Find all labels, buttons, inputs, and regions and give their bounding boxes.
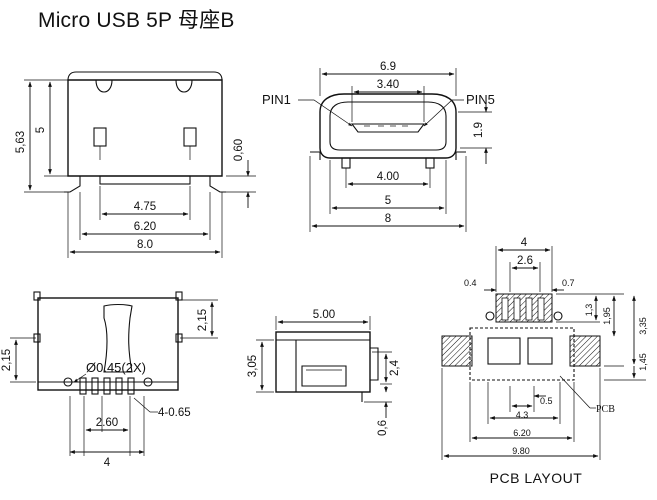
dim-end-total: 8 <box>385 213 391 225</box>
dim-side-length: 5.00 <box>313 309 335 321</box>
dim-pcb-small-1: 1,3 <box>584 304 594 317</box>
dim-end-opening: 4.00 <box>377 171 399 183</box>
dim-pcb-top: 4 <box>521 237 528 249</box>
dim-side-pin: 0,6 <box>377 420 389 436</box>
dim-pcb-width: 6.20 <box>513 428 531 438</box>
dim-end-slot: 1.9 <box>473 122 485 138</box>
dim-pcb-pad-left: 0.4 <box>464 278 477 288</box>
dim-pcb-total: 9.80 <box>512 446 530 456</box>
dim-side-height: 3,05 <box>247 355 259 377</box>
dim-pcb-right-total: 3,35 <box>638 317 648 335</box>
pin5-label: PIN5 <box>466 92 495 107</box>
pcb-tag: PCB <box>596 404 615 415</box>
pin1-label: PIN1 <box>262 92 291 107</box>
pcb-layout-label: PCB LAYOUT <box>490 470 583 486</box>
dim-pcb-right-low: 1,45 <box>638 353 648 371</box>
pcb-layout-view: PCB 4 2.6 0.4 0.7 1,3 1,95 <box>441 237 648 486</box>
dim-side-inner: 2,4 <box>389 359 401 376</box>
end-view: PIN1 PIN5 6.9 3.40 1.9 4.00 5 8 <box>262 61 495 232</box>
bottom-hole-note: Ø0.45(2X) <box>86 360 146 375</box>
dim-pcb-small-2: 1,95 <box>602 307 612 325</box>
dim-pcb-pad-right: 0.7 <box>562 278 575 288</box>
dim-front-height-total: 5,63 <box>15 131 27 153</box>
dim-bottom-span: 4 <box>104 457 111 469</box>
front-view: 5,63 5 0,60 4.75 6.20 8.0 <box>15 71 256 258</box>
side-view: 5.00 3,05 2,4 0,6 <box>247 309 401 436</box>
dim-pcb-pitch: 2.6 <box>517 255 533 267</box>
bottom-view: Ø0.45(2X) 2,15 2,15 4-0.65 2.60 4 <box>1 291 218 469</box>
dim-front-leg: 0,60 <box>233 139 245 161</box>
dim-front-inner: 4.75 <box>134 201 156 213</box>
dim-end-top: 6.9 <box>380 61 396 73</box>
dim-front-total: 8.0 <box>137 239 153 251</box>
page-title: Micro USB 5P 母座B <box>38 9 235 32</box>
dim-front-mid: 6.20 <box>134 221 156 233</box>
dim-pcb-inner: 4.3 <box>516 410 529 420</box>
dim-end-body: 5 <box>385 195 391 207</box>
dim-front-height-body: 5 <box>35 127 47 133</box>
dim-bottom-pitch: 2.60 <box>96 417 118 429</box>
dim-bottom-right: 2,15 <box>197 309 209 331</box>
dim-bottom-left: 2,15 <box>1 349 13 371</box>
dim-bottom-pad: 4-0.65 <box>158 407 191 419</box>
dim-end-pin-span: 3.40 <box>377 79 399 91</box>
dim-pcb-gap: 0.5 <box>540 396 553 406</box>
